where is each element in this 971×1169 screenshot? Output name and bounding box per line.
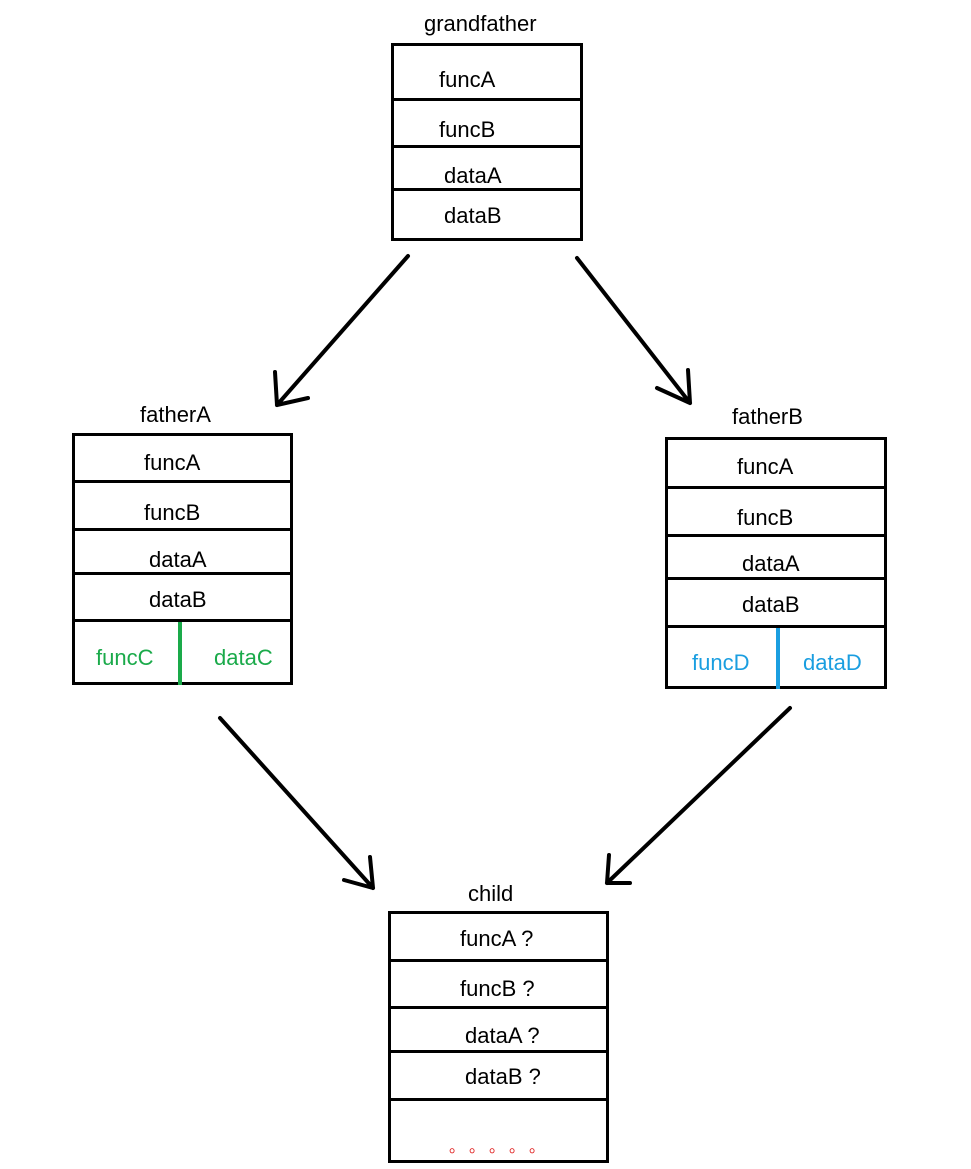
fatherA-extra-data: dataC	[214, 645, 273, 670]
child-row-funcA: funcA ?	[460, 926, 534, 951]
grandfather-row-funcA: funcA	[439, 67, 496, 92]
grandfather-class-box: funcA funcB dataA dataB	[391, 43, 583, 241]
fatherB-row-dataA: dataA	[742, 551, 800, 576]
child-row-dataA: dataA ?	[465, 1023, 540, 1048]
fatherA-extra-separator	[178, 622, 182, 685]
fatherA-row-dataA: dataA	[149, 547, 207, 572]
row-divider	[668, 625, 884, 628]
row-divider	[668, 486, 884, 489]
fatherB-title: fatherB	[732, 404, 803, 429]
row-divider	[391, 1050, 606, 1053]
fatherA-row-dataB: dataB	[149, 587, 207, 612]
row-divider	[668, 577, 884, 580]
fatherB-row-funcB: funcB	[737, 505, 794, 530]
row-divider	[394, 98, 580, 101]
grandfather-title: grandfather	[424, 11, 537, 36]
row-divider	[75, 528, 290, 531]
fatherB-row-dataB: dataB	[742, 592, 800, 617]
child-title: child	[468, 881, 514, 906]
row-divider	[75, 572, 290, 575]
fatherA-row-funcA: funcA	[144, 450, 201, 475]
arrow-grandfather-to-fatherA	[273, 254, 410, 407]
row-divider	[394, 188, 580, 191]
row-divider	[391, 1006, 606, 1009]
row-divider	[75, 619, 290, 622]
row-divider	[668, 534, 884, 537]
fatherA-class-box: funcA funcB dataA dataB funcC dataC	[72, 433, 293, 685]
row-divider	[394, 145, 580, 148]
fatherB-row-funcA: funcA	[737, 454, 794, 479]
fatherB-extra-data: dataD	[803, 650, 862, 675]
child-ellipsis: 。。。。。	[449, 1139, 558, 1156]
grandfather-row-dataB: dataB	[444, 203, 502, 228]
child-class-box: funcA ? funcB ? dataA ? dataB ? 。。。。。	[388, 911, 609, 1163]
fatherA-extra-func: funcC	[96, 645, 154, 670]
row-divider	[391, 959, 606, 962]
row-divider	[391, 1098, 606, 1101]
fatherA-row-funcB: funcB	[144, 500, 201, 525]
child-row-dataB: dataB ?	[465, 1064, 541, 1089]
fatherB-class-box: funcA funcB dataA dataB funcD dataD	[665, 437, 887, 689]
grandfather-row-dataA: dataA	[444, 163, 502, 188]
arrow-grandfather-to-fatherB	[575, 256, 692, 405]
row-divider	[75, 480, 290, 483]
arrow-fatherB-to-child	[605, 706, 792, 885]
arrow-fatherA-to-child	[218, 716, 375, 890]
fatherB-extra-func: funcD	[692, 650, 750, 675]
fatherA-title: fatherA	[140, 402, 211, 427]
fatherB-extra-separator	[776, 628, 780, 689]
child-row-funcB: funcB ?	[460, 976, 535, 1001]
grandfather-row-funcB: funcB	[439, 117, 496, 142]
